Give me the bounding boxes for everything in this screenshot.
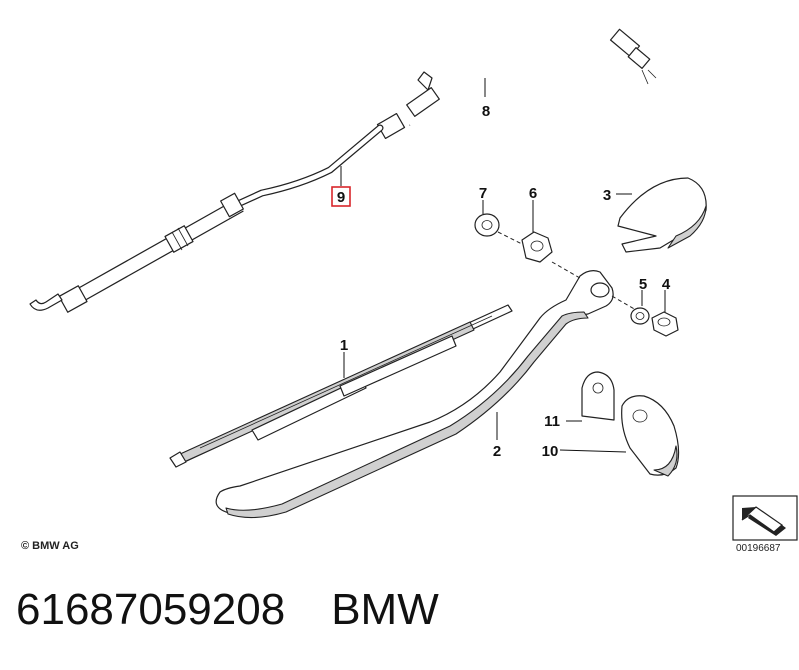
leader-lines xyxy=(340,78,666,453)
callout-11: 11 xyxy=(544,413,560,430)
washer-7 xyxy=(474,213,500,237)
callout-9-highlight-box xyxy=(331,186,351,207)
washer-5 xyxy=(630,307,650,325)
callout-5: 5 xyxy=(639,276,647,293)
callouts: 1 2 3 4 5 6 7 8 9 10 11 xyxy=(331,103,671,460)
callout-3: 3 xyxy=(603,187,611,204)
callout-9: 9 xyxy=(337,189,345,206)
orientation-arrow-icon xyxy=(732,495,798,541)
callout-8: 8 xyxy=(482,103,490,120)
gasket-11 xyxy=(581,371,615,421)
nut-6 xyxy=(521,231,553,263)
footer-caption: 61687059208 BMW xyxy=(16,585,439,635)
assembly-axis-line xyxy=(497,231,637,311)
cover-10 xyxy=(621,395,680,477)
callout-6: 6 xyxy=(529,185,537,202)
nut-4 xyxy=(651,311,679,337)
copyright-label: © BMW AG xyxy=(21,540,79,552)
callout-4: 4 xyxy=(662,276,671,293)
cover-cap xyxy=(617,177,707,253)
diagram-code: 00196687 xyxy=(736,543,781,554)
callout-2: 2 xyxy=(493,443,501,460)
callout-10: 10 xyxy=(542,443,559,460)
parts-diagram: 1 2 3 4 5 6 7 8 9 10 11 xyxy=(29,13,798,541)
wiper-blade xyxy=(169,304,513,468)
callout-7: 7 xyxy=(479,185,487,202)
washer-hose xyxy=(29,13,657,313)
part-number: 61687059208 xyxy=(16,585,286,634)
brand-label: BMW xyxy=(331,585,439,634)
callout-1: 1 xyxy=(340,337,348,354)
wiper-arm xyxy=(215,270,614,519)
